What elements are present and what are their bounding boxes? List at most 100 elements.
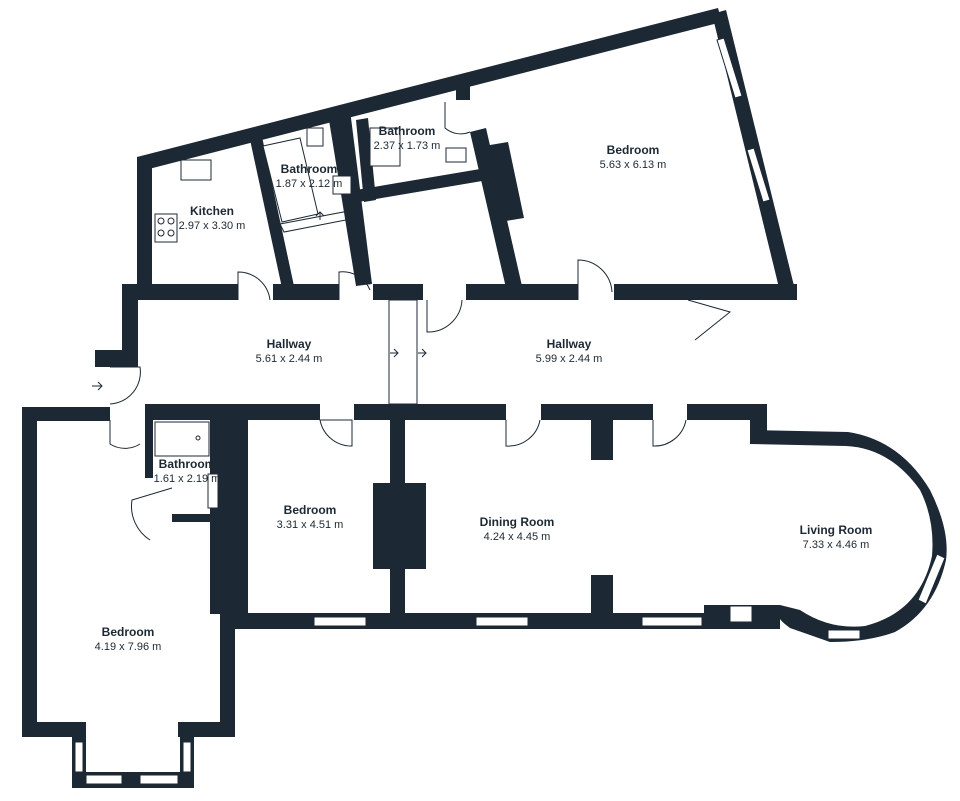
window	[746, 147, 771, 203]
arrow	[315, 211, 325, 220]
chimney-lower	[373, 483, 426, 569]
room-dimensions: 1.61 x 2.19 m	[154, 473, 221, 485]
room-name: Bathroom	[379, 124, 436, 138]
room-name: Kitchen	[190, 204, 234, 218]
wall-stub-upper	[456, 86, 470, 100]
washbasin	[445, 147, 467, 163]
wall-kitchen-left	[137, 157, 152, 300]
wall-kitchen-bath	[249, 132, 294, 288]
wall-sbath-right	[210, 404, 248, 614]
arrow	[418, 348, 427, 358]
wall-center-right	[470, 128, 522, 288]
window	[85, 774, 123, 785]
wall-hall-top-1	[123, 284, 238, 300]
arrow	[92, 381, 103, 391]
door	[687, 299, 732, 341]
door	[338, 271, 371, 300]
drain	[195, 435, 201, 441]
wall-hall-top-4	[466, 284, 578, 300]
room-name: Bedroom	[284, 503, 337, 517]
corridor-link	[388, 299, 418, 405]
wall-sbath-bottom	[172, 514, 218, 522]
room-dining: Dining Room 4.24 x 4.45 m	[480, 515, 555, 543]
toilet	[306, 127, 324, 147]
hob	[154, 213, 178, 243]
room-bedroom-upper: Bedroom 5.63 x 6.13 m	[600, 143, 667, 171]
room-dimensions: 7.33 x 4.46 m	[803, 539, 870, 551]
wall-small-bath-bottom	[356, 168, 488, 202]
room-bathroom-middle: Bathroom 1.87 x 2.12 m	[276, 162, 343, 190]
door	[319, 419, 353, 447]
burner	[167, 217, 175, 225]
window	[917, 553, 946, 605]
window	[313, 616, 367, 627]
shower-tray	[154, 421, 210, 457]
window	[139, 774, 179, 785]
doors	[109, 102, 732, 541]
kitchen-sink	[180, 159, 212, 181]
room-bathroom-upper: Bathroom 2.37 x 1.73 m	[374, 124, 441, 152]
room-name: Bathroom	[281, 162, 338, 176]
fixtures	[154, 127, 753, 623]
room-hallway-right: Hallway 5.99 x 2.44 m	[536, 337, 603, 365]
wall-dining-stub-bottom	[591, 575, 613, 621]
bath-floor	[279, 209, 357, 233]
wall-dining-stub-top	[591, 404, 613, 460]
window	[74, 741, 84, 773]
window	[716, 37, 743, 99]
wall-lowleft-bottom-l	[22, 722, 86, 737]
burner	[167, 229, 175, 237]
wall-lowleft-left	[22, 407, 37, 737]
burner	[157, 217, 165, 225]
wall-hall-top-3	[373, 284, 423, 300]
wall-bath-center	[328, 110, 372, 286]
wall-top-slanted	[137, 8, 722, 171]
burner	[157, 229, 165, 237]
room-dimensions: 4.19 x 7.96 m	[95, 641, 162, 653]
room-dimensions: 3.31 x 4.51 m	[277, 519, 344, 531]
room-bedroom-middle: Bedroom 3.31 x 4.51 m	[277, 503, 344, 531]
shower-tray	[369, 127, 401, 167]
wall-hall-left-stub	[95, 350, 138, 367]
room-name: Living Room	[800, 523, 873, 537]
window	[641, 616, 703, 627]
wall-lowleft-right	[220, 603, 235, 737]
room-name: Bedroom	[607, 143, 660, 157]
room-kitchen: Kitchen 2.97 x 3.30 m	[179, 204, 246, 232]
wall-sbath-left	[145, 404, 153, 478]
wall-mid-2	[354, 404, 506, 420]
room-dimensions: 5.63 x 6.13 m	[600, 159, 667, 171]
room-hallway-left: Hallway 5.61 x 2.44 m	[256, 337, 323, 365]
room-bathroom-lower: Bathroom 1.61 x 2.19 m	[154, 457, 221, 485]
room-bedroom-lower: Bedroom 4.19 x 7.96 m	[95, 625, 162, 653]
wall-hall-top-2	[273, 284, 339, 300]
fireplace-hearth	[729, 605, 753, 623]
wall-hall-left	[122, 284, 138, 364]
door	[109, 420, 141, 449]
wall-lowleft-top	[22, 407, 110, 421]
room-dimensions: 1.87 x 2.12 m	[276, 178, 343, 190]
door	[652, 419, 687, 447]
room-name: Dining Room	[480, 515, 555, 529]
arrows	[92, 211, 427, 391]
wall-small-bath-left	[356, 118, 376, 202]
window	[475, 616, 529, 627]
door	[577, 259, 613, 300]
room-dimensions: 5.99 x 2.44 m	[536, 353, 603, 365]
wall-hall-top-5	[614, 284, 797, 300]
room-name: Hallway	[547, 337, 592, 351]
toilet	[207, 473, 219, 509]
room-name: Bedroom	[102, 625, 155, 639]
room-dimensions: 2.97 x 3.30 m	[179, 220, 246, 232]
door	[444, 102, 471, 135]
door	[426, 299, 463, 333]
window	[827, 629, 861, 640]
arrow	[390, 348, 399, 358]
chimney-upper	[484, 142, 524, 222]
room-name: Hallway	[267, 337, 312, 351]
room-dimensions: 2.37 x 1.73 m	[374, 140, 441, 152]
room-dimensions: 4.24 x 4.45 m	[484, 531, 551, 543]
washbasin	[332, 175, 352, 195]
window	[182, 741, 192, 773]
